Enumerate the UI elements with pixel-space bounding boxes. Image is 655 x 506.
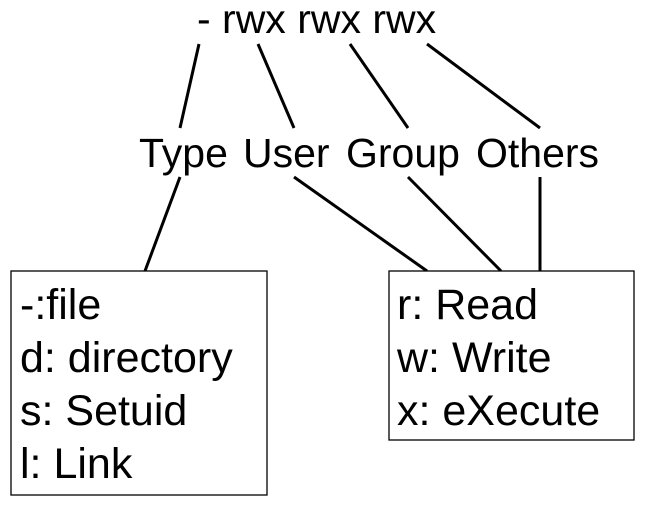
connector-group-top xyxy=(348,43,410,129)
connector-user-top xyxy=(256,43,296,129)
connector-type-top xyxy=(178,43,201,129)
file-type-item: d: directory xyxy=(20,334,233,382)
connector-type-bottom xyxy=(143,176,182,272)
category-group: Group xyxy=(346,130,460,176)
permission-box xyxy=(388,270,635,441)
category-others: Others xyxy=(476,130,599,176)
connector-user-bottom xyxy=(293,175,428,273)
category-user: User xyxy=(243,130,330,176)
permission-item: r: Read xyxy=(397,281,538,329)
permission-item: x: eXecute xyxy=(397,387,600,435)
file-type-item: s: Setuid xyxy=(20,387,187,435)
file-type-item: l: Link xyxy=(20,440,133,488)
connector-group-bottom xyxy=(406,175,503,273)
file-type-box xyxy=(10,270,268,496)
connector-others-top xyxy=(426,42,541,130)
permission-string: - rwx rwx rwx xyxy=(197,0,437,42)
category-type: Type xyxy=(139,130,228,176)
file-type-item: -:file xyxy=(20,281,101,329)
permission-item: w: Write xyxy=(396,334,552,382)
